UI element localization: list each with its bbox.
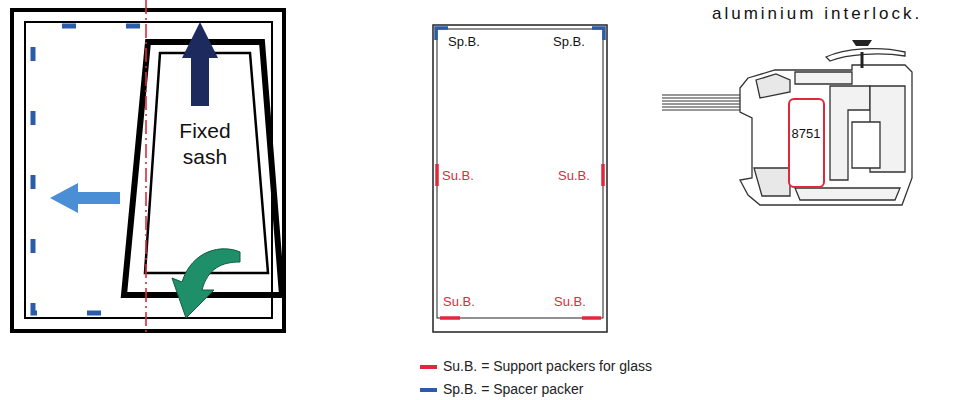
packer-label: Su.B. xyxy=(558,168,590,183)
hinge-axis xyxy=(145,0,147,335)
glass-pane xyxy=(437,29,603,318)
packer-label: Sp.B. xyxy=(553,34,585,49)
support-packer xyxy=(440,316,460,320)
pvc-profile xyxy=(740,65,912,205)
packer-label: Su.B. xyxy=(442,168,474,183)
slide-arrow xyxy=(50,183,120,213)
legend-swatch xyxy=(420,365,437,369)
spacer-packer xyxy=(592,28,604,40)
legend-text: Sp.B. = Spacer packer xyxy=(443,381,583,397)
tilt-arrow xyxy=(172,249,240,318)
rebate xyxy=(852,122,880,168)
packer-label: Su.B. xyxy=(554,294,586,309)
part-callout: aluminium interlock. xyxy=(712,4,922,24)
support-packers xyxy=(437,164,603,318)
glazing-bead xyxy=(756,74,790,98)
legend-text: Su.B. = Support packers for glass xyxy=(443,358,652,374)
profile-body xyxy=(740,65,912,205)
legend-swatch xyxy=(420,388,437,392)
fixed-sash: Fixed sash xyxy=(118,18,290,323)
glazing-gasket xyxy=(754,168,790,196)
aluminium-interlock xyxy=(826,49,905,61)
glass-frame xyxy=(433,25,607,332)
sash-label: Fixed sash xyxy=(163,118,247,171)
glass-unit xyxy=(662,95,748,110)
sash-outline xyxy=(118,18,290,323)
reinforcement-outline xyxy=(788,98,825,188)
top-chamber xyxy=(795,72,852,84)
support-packer xyxy=(601,164,605,186)
outer-frame xyxy=(12,10,284,331)
packer-label: Sp.B. xyxy=(448,34,480,49)
screw-head xyxy=(852,40,872,46)
part-number: 8751 xyxy=(788,126,825,142)
reinforcement-box: 8751 xyxy=(788,98,825,188)
support-packer xyxy=(435,164,439,186)
support-packer xyxy=(582,316,601,320)
lift-arrow xyxy=(182,22,218,106)
interlock-screw xyxy=(861,52,864,68)
spacer-packer xyxy=(436,28,448,40)
packer-label: Su.B. xyxy=(443,294,475,309)
bottom-chamber xyxy=(795,188,900,200)
